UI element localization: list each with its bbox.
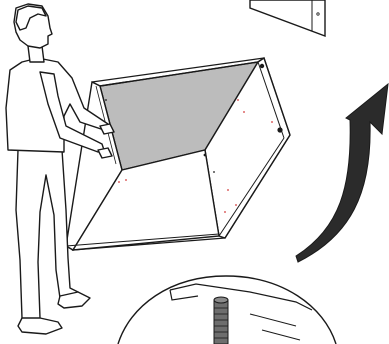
detail-zoom-circle: [118, 276, 336, 344]
dowel-screw-icon: [214, 297, 228, 344]
wall-panel: [250, 0, 325, 36]
rotate-arrow-icon: [296, 77, 389, 262]
